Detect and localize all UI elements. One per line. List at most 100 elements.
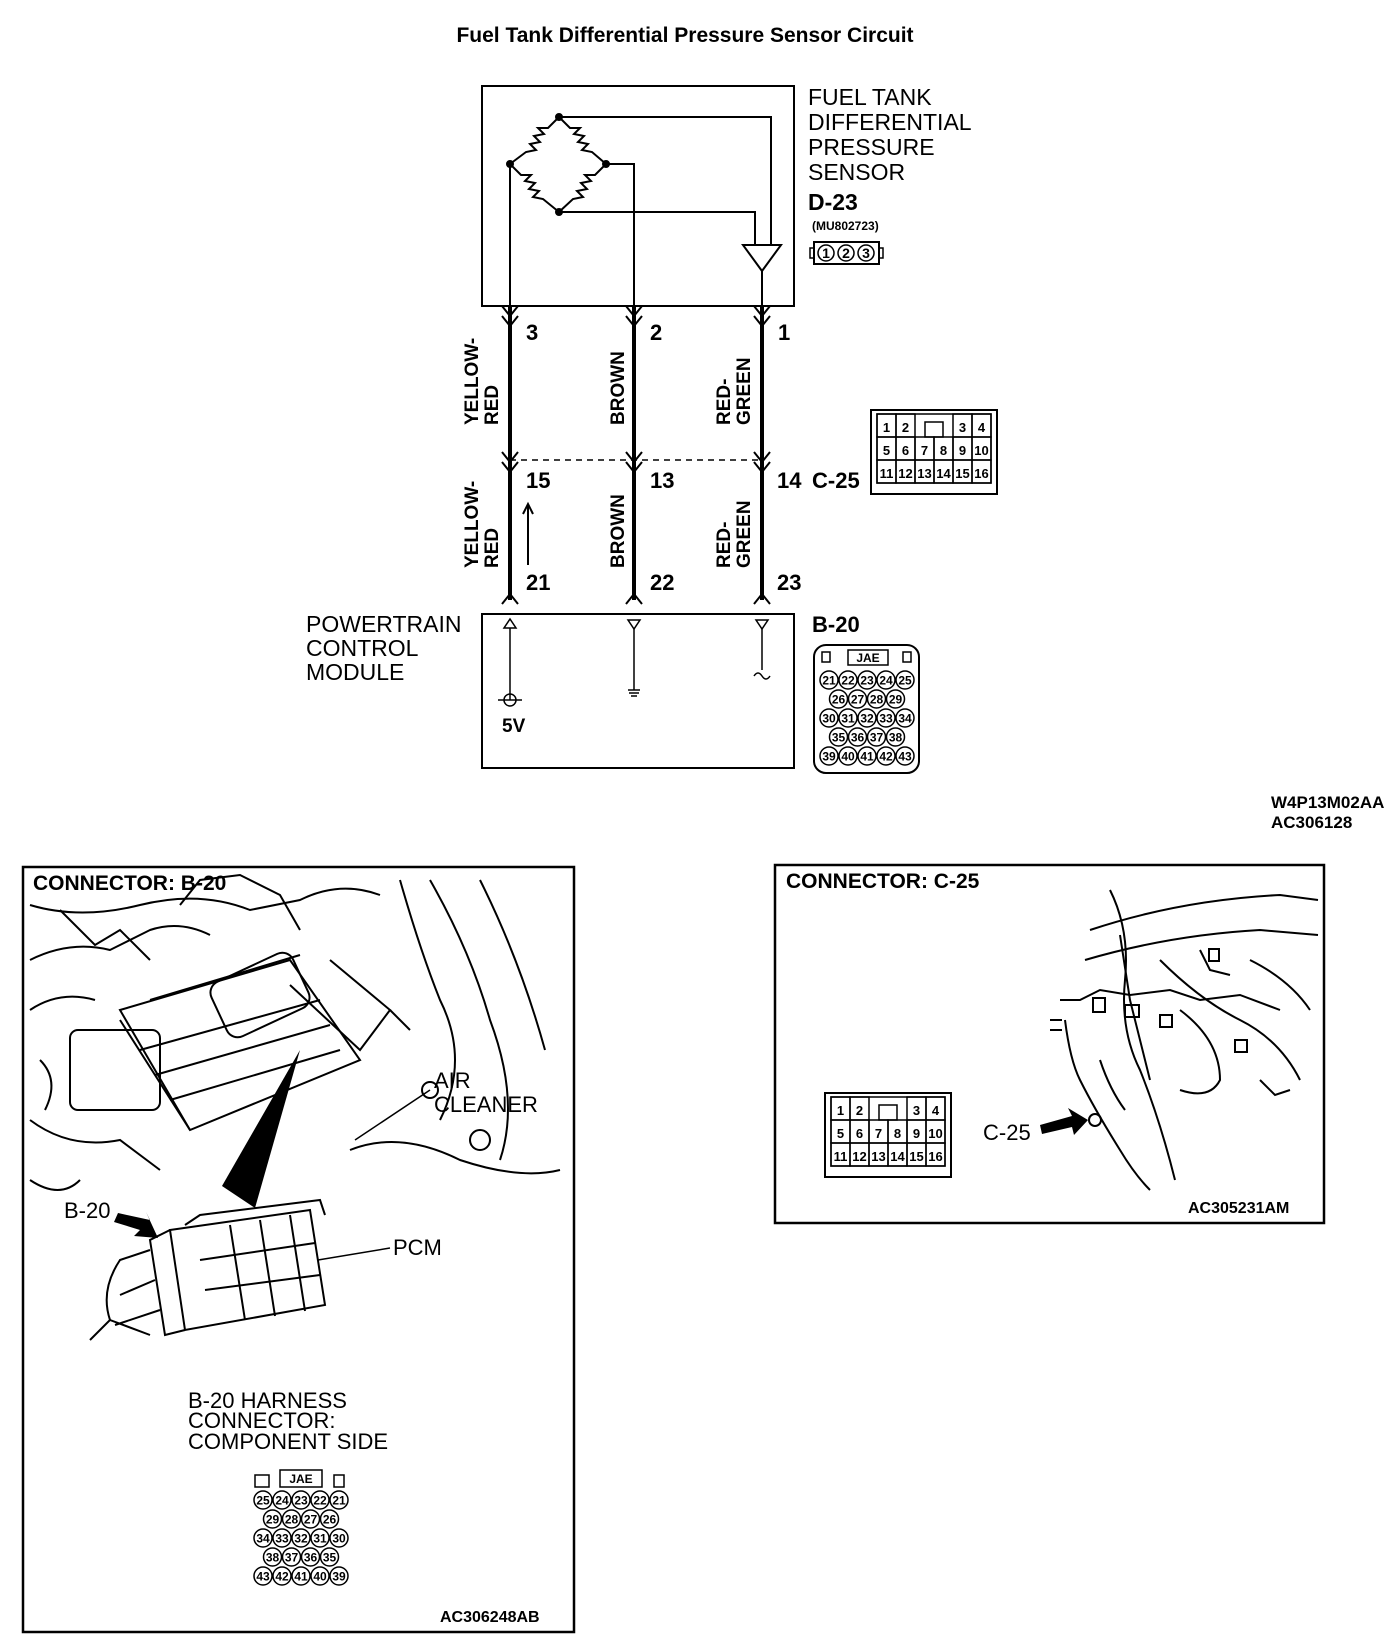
pin-number: 12 <box>898 466 912 481</box>
pin-number: 2 <box>856 1103 863 1118</box>
dashboard-illustration <box>1050 889 1319 1191</box>
pin-number: 21 <box>822 673 836 687</box>
pin-number: 26 <box>832 692 846 706</box>
air-cleaner-label-2: CLEANER <box>434 1092 538 1117</box>
connector-pin <box>281 1547 302 1567</box>
connector-pin <box>262 1547 283 1567</box>
svg-text:DIFFERENTIAL: DIFFERENTIAL <box>808 109 972 135</box>
svg-text:FUEL TANK: FUEL TANK <box>808 84 932 110</box>
connector-pin <box>291 1566 311 1586</box>
pin-number: 11 <box>880 466 894 481</box>
pcm-pin-23: 23 <box>777 570 801 595</box>
connector-pin <box>828 689 849 709</box>
harness-caption-1: B-20 HARNESS <box>188 1388 347 1413</box>
pin-number: 34 <box>256 1531 270 1545</box>
pin-number: 26 <box>323 1512 337 1526</box>
pin-number: 21 <box>332 1493 346 1507</box>
diagram-title: Fuel Tank Differential Pressure Sensor C… <box>456 24 913 47</box>
pin-number: 24 <box>879 673 893 687</box>
pin-number: 32 <box>860 711 874 725</box>
svg-text:BROWN: BROWN <box>608 351 629 425</box>
svg-text:YELLOW-: YELLOW- <box>462 481 483 568</box>
pin-number: 10 <box>974 443 988 458</box>
svg-text:GREEN: GREEN <box>734 357 755 425</box>
pin-number: 6 <box>856 1126 863 1141</box>
panel-b20-code: AC306248AB <box>440 1609 540 1626</box>
pin-number: 22 <box>841 673 855 687</box>
pin-number: 35 <box>323 1550 337 1564</box>
connector-pin <box>819 670 839 690</box>
pin-number: 9 <box>913 1126 920 1141</box>
connector-pin <box>310 1566 330 1586</box>
pin-number: 13 <box>917 466 931 481</box>
pin-number: 37 <box>285 1550 299 1564</box>
connector-pin <box>300 1547 321 1567</box>
wire-color-lower-3: RED- GREEN <box>714 500 755 568</box>
sensor-part-number: (MU802723) <box>812 219 879 233</box>
svg-text:YELLOW-: YELLOW- <box>462 338 483 425</box>
connector-pin <box>895 708 915 728</box>
connector-pin <box>847 689 868 709</box>
connector-pin <box>828 727 849 747</box>
pin-number: 33 <box>879 711 893 725</box>
air-cleaner-label-1: AIR <box>434 1068 471 1093</box>
pin-number: 41 <box>294 1569 308 1583</box>
pin-number: 8 <box>940 443 947 458</box>
svg-text:2: 2 <box>842 245 850 261</box>
pin-number: 40 <box>313 1569 327 1583</box>
c25-pin-13: 13 <box>650 468 674 493</box>
pin-number: 34 <box>898 711 912 725</box>
pin-number: 41 <box>860 749 874 763</box>
connector-pin <box>310 1490 330 1510</box>
wire-color-lower-1: YELLOW- RED <box>462 481 503 568</box>
pin-number: 42 <box>879 749 893 763</box>
pin-number: 1 <box>837 1103 844 1118</box>
pin-number: 25 <box>256 1493 270 1507</box>
pin-number: 14 <box>890 1149 905 1164</box>
pin-number: 31 <box>841 711 855 725</box>
figure-code-1: W4P13M02AA <box>1271 793 1384 812</box>
pin-number: 33 <box>275 1531 289 1545</box>
pin-number: 37 <box>870 730 884 744</box>
pin-number: 2 <box>902 420 909 435</box>
sensor-connector-face: 1 2 3 <box>809 241 884 265</box>
c25-connector-id: C-25 <box>812 468 860 493</box>
pin-number: 11 <box>834 1149 848 1164</box>
connector-pin <box>262 1509 283 1529</box>
pin-number: 4 <box>932 1103 940 1118</box>
pin-number: 8 <box>894 1126 901 1141</box>
connector-pin <box>291 1528 311 1548</box>
svg-text:RED: RED <box>482 528 503 568</box>
pcm-pointer-wedge <box>222 1050 300 1208</box>
pin-number: 29 <box>889 692 903 706</box>
pin-number: 10 <box>928 1126 942 1141</box>
pin-number: 27 <box>304 1512 318 1526</box>
connector-pin <box>885 689 906 709</box>
connector-pin <box>253 1566 273 1586</box>
panel-c25-code: AC305231AM <box>1188 1200 1289 1217</box>
connector-pin <box>857 746 877 766</box>
sensor-pin-1: 1 <box>778 320 790 345</box>
connector-pin <box>272 1566 292 1586</box>
connector-pin <box>329 1528 349 1548</box>
pin-number: 32 <box>294 1531 308 1545</box>
pin-number: 7 <box>875 1126 882 1141</box>
harness-caption-2: CONNECTOR: <box>188 1408 336 1433</box>
pcm-module-illustration <box>89 1198 327 1341</box>
connector-pin <box>310 1528 330 1548</box>
connector-pin <box>819 708 839 728</box>
svg-text:SENSOR: SENSOR <box>808 159 905 185</box>
pin-number: 43 <box>256 1569 270 1583</box>
pin-number: 28 <box>870 692 884 706</box>
svg-text:1: 1 <box>822 245 830 261</box>
connector-pin <box>319 1547 340 1567</box>
svg-text:CONTROL: CONTROL <box>306 635 419 661</box>
harness-caption-3: COMPONENT SIDE <box>188 1429 388 1454</box>
svg-text:MODULE: MODULE <box>306 659 404 685</box>
pin-number: 36 <box>851 730 865 744</box>
sensor-name: FUEL TANK DIFFERENTIAL PRESSURE SENSOR <box>808 84 972 185</box>
